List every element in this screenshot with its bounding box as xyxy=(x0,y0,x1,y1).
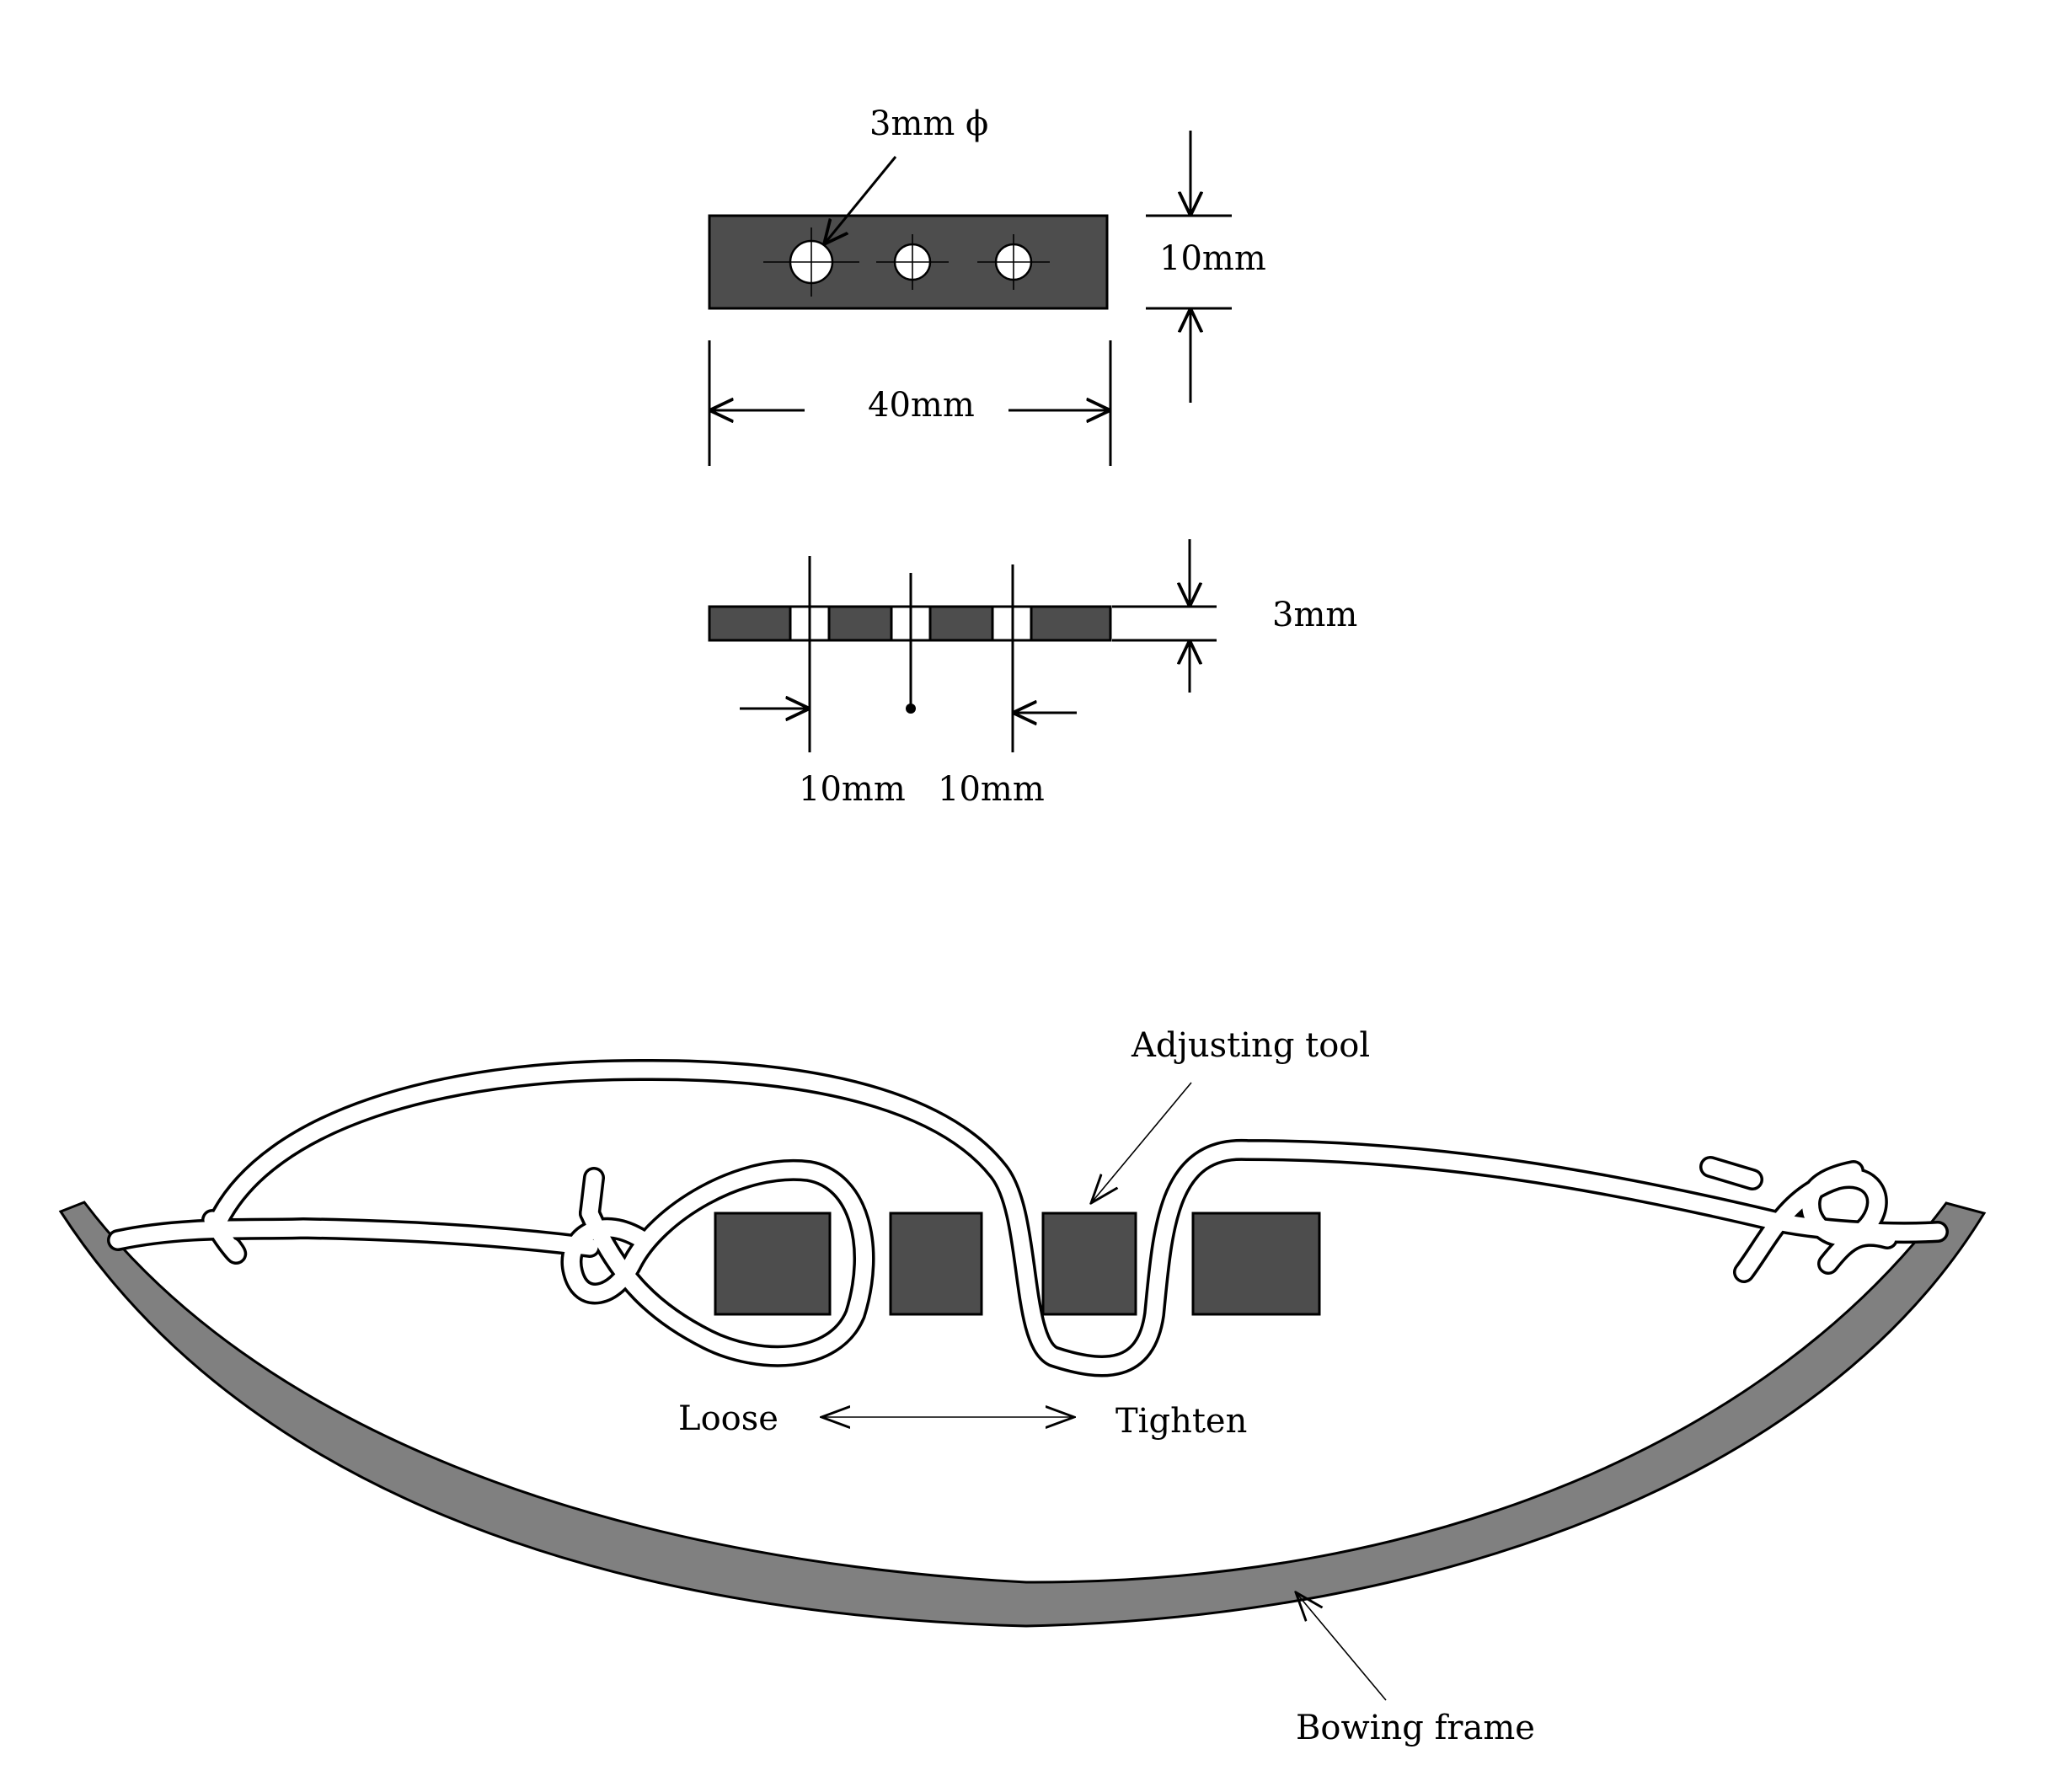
plate-segment xyxy=(827,605,893,642)
thickness-label: 3mm xyxy=(1272,596,1357,634)
pitch-left-label: 10mm xyxy=(799,770,906,809)
top-view: 3mm ϕ 10mm 40mm xyxy=(708,104,1266,466)
frame-leader-arrow xyxy=(1296,1592,1387,1701)
center-mark xyxy=(906,703,916,714)
pitch-right-label: 10mm xyxy=(938,770,1045,809)
plate-hole xyxy=(876,234,949,290)
side-view: 3mm 10mm 10mm xyxy=(708,539,1357,809)
hole-diameter-label: 3mm ϕ xyxy=(869,104,988,143)
tool-plate xyxy=(1041,1212,1137,1316)
height-label: 10mm xyxy=(1159,239,1266,278)
tool-leader-arrow xyxy=(1091,1082,1192,1203)
tool-plate xyxy=(714,1212,832,1316)
plate-hole xyxy=(977,234,1050,290)
bowing-frame xyxy=(58,1201,1987,1628)
bowing-frame-label: Bowing frame xyxy=(1296,1709,1535,1747)
assembly-view: Adjusting tool Loose Tighten Bowing fram… xyxy=(58,1026,1987,1747)
plate-segment xyxy=(928,605,994,642)
plate-hole xyxy=(763,227,859,297)
tighten-label: Tighten xyxy=(1115,1402,1247,1441)
loose-label: Loose xyxy=(678,1399,778,1438)
length-label: 40mm xyxy=(868,386,975,425)
plate-segment xyxy=(708,605,792,642)
hole-leader-arrow xyxy=(824,156,897,244)
plate-segment xyxy=(1030,605,1112,642)
adjusting-tool-label: Adjusting tool xyxy=(1131,1026,1370,1065)
tool-plate xyxy=(889,1212,983,1316)
tool-plate xyxy=(1191,1212,1321,1316)
string-cord xyxy=(107,1058,1949,1377)
